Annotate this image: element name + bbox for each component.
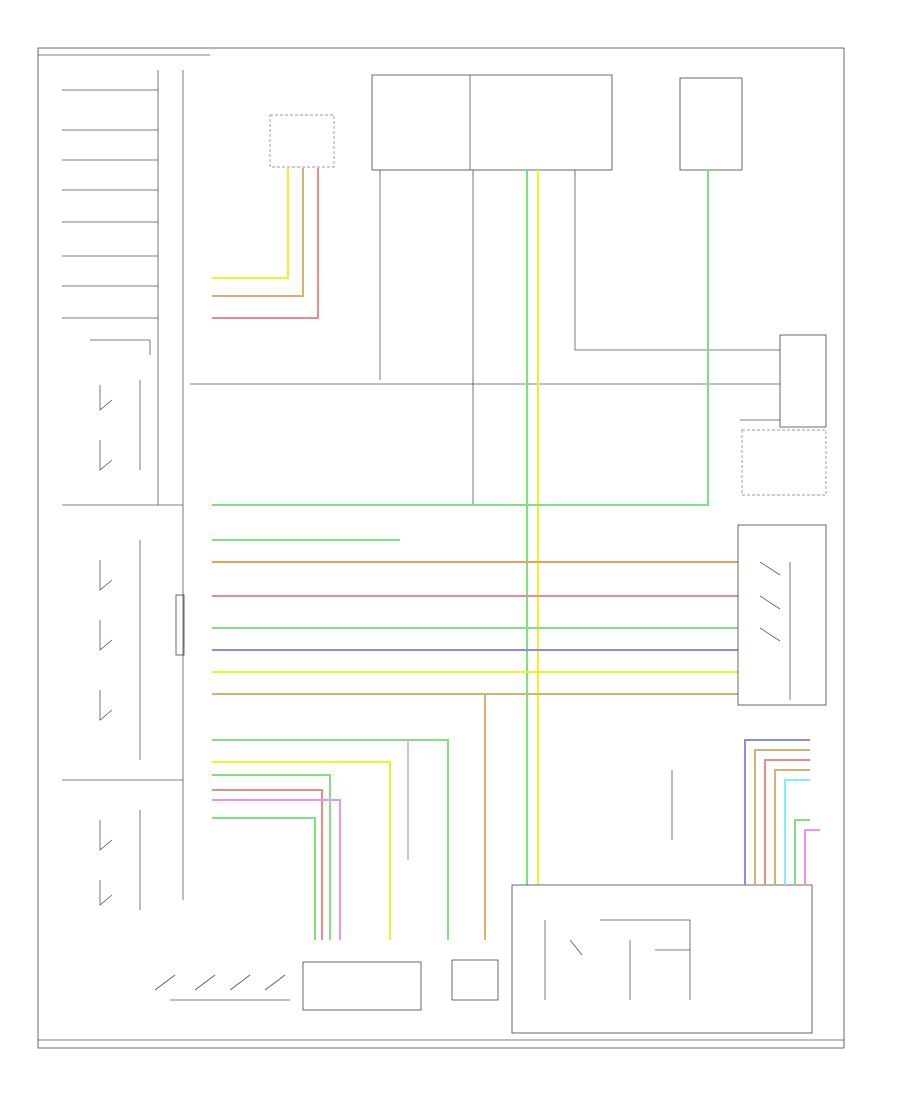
right-connector [779, 334, 827, 428]
left-stubs [62, 89, 183, 781]
right-harness-wires [744, 739, 820, 885]
bottom-switch-row [154, 974, 290, 1001]
bottom-right-module [511, 884, 813, 1034]
right-switch-module [737, 524, 827, 706]
top-center-drops [190, 170, 780, 505]
left-switch-column [99, 380, 141, 910]
bottom-center-module [451, 959, 499, 1001]
main-horizontal-harness [212, 539, 738, 695]
top-module-wires [212, 168, 319, 319]
top-left-module [269, 114, 335, 168]
bottom-left-module [302, 961, 422, 1011]
bottom-right-switches [544, 919, 691, 1000]
top-right-green-wire [212, 170, 709, 506]
lower-harness [212, 694, 486, 940]
connector-strip [175, 594, 185, 656]
top-right-module [679, 77, 743, 171]
diagram-frame [37, 47, 845, 1049]
right-module-dashed [741, 429, 827, 496]
right-switch-contacts [759, 561, 791, 700]
top-center-module [371, 74, 613, 171]
